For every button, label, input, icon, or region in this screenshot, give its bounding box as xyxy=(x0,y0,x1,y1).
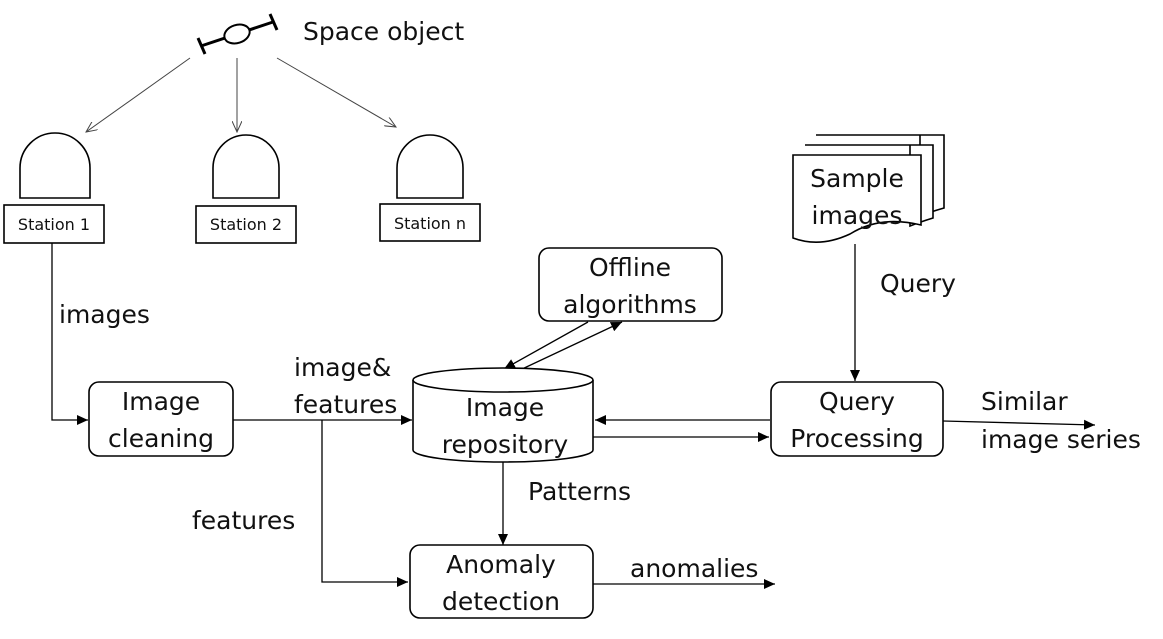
image-repository-label-line2: repository xyxy=(442,430,569,459)
station-n-label: Station n xyxy=(394,214,466,233)
space-object-label: Space object xyxy=(303,17,464,46)
image-repository-label-line1: Image xyxy=(466,393,544,422)
station-1-box xyxy=(3,204,105,244)
similar-label-line1: Similar xyxy=(981,387,1068,416)
offline-algorithms-label-line2: algorithms xyxy=(563,290,697,319)
station-2-box xyxy=(195,205,297,244)
receiver-dome-icon xyxy=(19,132,91,199)
station-1-label: Station 1 xyxy=(18,215,90,234)
anomaly-detection-box xyxy=(409,544,594,619)
sample-images-label-line1: Sample xyxy=(810,164,904,193)
receiver-dome-icon xyxy=(212,134,280,199)
image-features-label-line1: image& xyxy=(294,353,391,382)
image-features-label-line2: features xyxy=(294,390,397,419)
images-label: images xyxy=(59,300,150,329)
sample-images-document-stack xyxy=(792,134,945,243)
anomaly-detection-label-line2: detection xyxy=(442,587,560,616)
query-processing-label-line1: Query xyxy=(819,387,895,416)
anomaly-detection-label-line1: Anomaly xyxy=(446,550,556,579)
query-label: Query xyxy=(880,269,956,298)
offline-algorithms-box xyxy=(538,247,723,322)
offline-to-repository-arrow xyxy=(503,321,589,370)
arrow-to-station-1 xyxy=(86,57,191,132)
query-processing-box xyxy=(770,381,944,457)
station-2-label: Station 2 xyxy=(210,215,282,234)
image-repository-cylinder xyxy=(412,367,594,463)
repository-to-offline-arrow xyxy=(519,321,623,371)
image-cleaning-label-line2: cleaning xyxy=(108,424,214,453)
sample-images-label-line2: images xyxy=(812,201,903,230)
patterns-label: Patterns xyxy=(528,477,631,506)
station-n-box xyxy=(379,203,481,242)
features-flow-arrow xyxy=(321,420,408,587)
similar-output-arrow xyxy=(942,419,1096,430)
anomalies-label: anomalies xyxy=(630,554,758,583)
query-processing-label-line2: Processing xyxy=(790,424,924,453)
image-cleaning-box xyxy=(88,381,234,457)
features-label: features xyxy=(192,506,295,535)
similar-label-line2: image series xyxy=(981,425,1141,454)
satellite-icon xyxy=(196,13,279,55)
arrow-to-station-n xyxy=(276,57,396,127)
images-flow-arrow xyxy=(51,243,88,425)
image-cleaning-label-line1: Image xyxy=(122,387,200,416)
offline-algorithms-label-line1: Offline xyxy=(589,253,671,282)
receiver-dome-icon xyxy=(396,134,464,199)
